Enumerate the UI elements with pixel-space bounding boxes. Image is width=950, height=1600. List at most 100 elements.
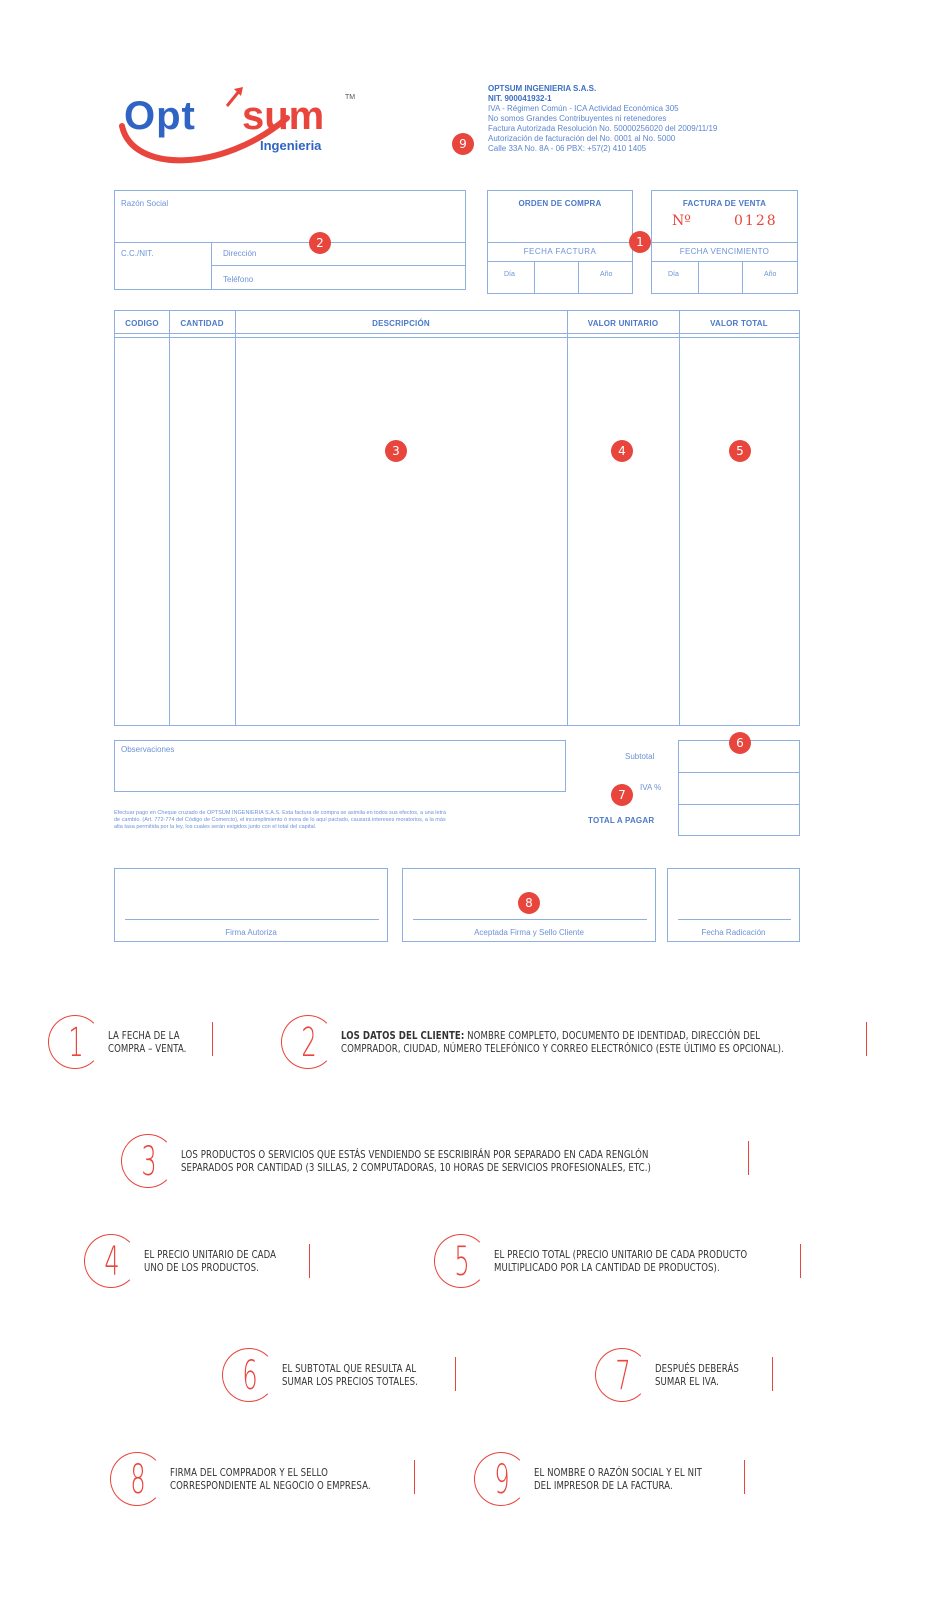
iva-label: IVA % bbox=[640, 783, 662, 792]
company-info: OPTSUM INGENIERIA S.A.S. NIT. 900041932-… bbox=[488, 84, 808, 154]
col-header-codigo: CODIGO bbox=[125, 319, 159, 328]
col-header-cantidad: CANTIDAD bbox=[180, 319, 224, 328]
legend-bar bbox=[800, 1244, 801, 1278]
razon-social-label: Razón Social bbox=[121, 199, 169, 208]
badge-5: 5 bbox=[729, 440, 751, 462]
badge-8: 8 bbox=[518, 892, 540, 914]
badge-2: 2 bbox=[309, 232, 331, 254]
aceptada-label: Aceptada Firma y Sello Cliente bbox=[474, 928, 584, 937]
legend-text: EL PRECIO TOTAL (PRECIO UNITARIO DE CADA… bbox=[494, 1248, 748, 1274]
legend-number-circle: 5 bbox=[434, 1234, 488, 1288]
logo-swoosh bbox=[119, 87, 290, 164]
legend-item-5: 5 EL PRECIO TOTAL (PRECIO UNITARIO DE CA… bbox=[434, 1234, 819, 1288]
legend-bar bbox=[744, 1460, 745, 1494]
legend-number-circle: 9 bbox=[474, 1452, 528, 1506]
signature-line bbox=[125, 919, 379, 920]
subtotal-label: Subtotal bbox=[625, 752, 655, 761]
client-divider bbox=[115, 242, 465, 243]
order-divider bbox=[488, 242, 632, 243]
invoice-divider bbox=[652, 261, 797, 262]
invoice-number: 0128 bbox=[734, 213, 778, 229]
company-info-line: Factura Autorizada Resolución No. 500002… bbox=[488, 124, 718, 133]
invoice-title: FACTURA DE VENTA bbox=[682, 199, 767, 208]
badge-4: 4 bbox=[611, 440, 633, 462]
signature-client-box: Aceptada Firma y Sello Cliente bbox=[402, 868, 656, 942]
order-divider bbox=[578, 261, 579, 293]
legal-line: Efectuar pago en Cheque cruzado de OPTSU… bbox=[114, 810, 447, 816]
observations-box: Observaciones bbox=[114, 740, 566, 792]
logo-opt: Opt bbox=[124, 94, 196, 138]
direccion-label: Dirección bbox=[223, 249, 257, 258]
legend-bar bbox=[866, 1022, 867, 1056]
invoice-divider bbox=[652, 242, 797, 243]
ano-label: Año bbox=[600, 271, 613, 278]
legend-number-circle: 1 bbox=[48, 1015, 102, 1069]
legend-item-2: 2 LOS DATOS DEL CLIENTE: NOMBRE COMPLETO… bbox=[281, 1015, 909, 1069]
purchase-order-label: ORDEN DE COMPRA bbox=[518, 199, 602, 208]
fecha-vencimiento-label: FECHA VENCIMIENTO bbox=[679, 247, 770, 256]
badge-9: 9 bbox=[452, 133, 474, 155]
invoice-number-box: FACTURA DE VENTA Nº 0128 FECHA VENCIMIEN… bbox=[651, 190, 798, 294]
legend-bar bbox=[414, 1460, 415, 1494]
signature-authorize-box: Firma Autoriza bbox=[114, 868, 388, 942]
signature-date-box: Fecha Radicación bbox=[667, 868, 800, 942]
legend-number-circle: 2 bbox=[281, 1015, 335, 1069]
invoice-divider bbox=[742, 261, 743, 293]
company-info-line: Calle 33A No. 8A - 06 PBX: +57(2) 410 14… bbox=[488, 144, 647, 153]
table-header-divider bbox=[115, 337, 799, 338]
legend-bar bbox=[772, 1357, 773, 1391]
legend-number-circle: 8 bbox=[110, 1452, 164, 1506]
items-table: CODIGO CANTIDAD DESCRIPCIÓN VALOR UNITAR… bbox=[114, 310, 800, 726]
client-divider bbox=[211, 242, 212, 290]
total-label: TOTAL A PAGAR bbox=[588, 816, 655, 825]
logo-subtitle: Ingenieria bbox=[260, 138, 322, 153]
legend-bar bbox=[455, 1357, 456, 1391]
table-column-divider bbox=[567, 311, 568, 725]
telefono-label: Teléfono bbox=[223, 275, 254, 284]
legend-number-circle: 3 bbox=[121, 1134, 175, 1188]
logo-sum: sum bbox=[242, 94, 325, 138]
dia-label: Día bbox=[668, 271, 679, 278]
legend-bar bbox=[309, 1244, 310, 1278]
col-header-valor-total: VALOR TOTAL bbox=[710, 319, 768, 328]
legal-line: de cambio. (Art. 772-774 del Código de C… bbox=[114, 817, 446, 823]
fecha-radicacion-label: Fecha Radicación bbox=[701, 928, 766, 937]
col-header-valor-unitario: VALOR UNITARIO bbox=[587, 319, 659, 328]
badge-1: 1 bbox=[629, 231, 651, 253]
table-column-divider bbox=[235, 311, 236, 725]
company-info-line: IVA - Régimen Común - ICA Actividad Econ… bbox=[488, 104, 679, 113]
fecha-factura-label: FECHA FACTURA bbox=[523, 247, 597, 256]
company-info-line: No somos Grandes Contribuyentes ni reten… bbox=[488, 114, 667, 123]
totals-divider bbox=[679, 804, 799, 805]
legend-text: LOS PRODUCTOS O SERVICIOS QUE ESTÁS VEND… bbox=[181, 1148, 651, 1174]
table-column-divider bbox=[169, 311, 170, 725]
cc-nit-label: C.C./NIT. bbox=[121, 249, 154, 258]
client-box: Razón Social C.C./NIT. Dirección Teléfon… bbox=[114, 190, 466, 290]
legend-bar bbox=[748, 1141, 749, 1175]
legend-item-3: 3 LOS PRODUCTOS O SERVICIOS QUE ESTÁS VE… bbox=[121, 1134, 784, 1188]
order-divider bbox=[534, 261, 535, 293]
totals-box bbox=[678, 740, 800, 836]
company-nit: NIT. 900041932-1 bbox=[488, 94, 552, 103]
logo-tm: TM bbox=[345, 94, 356, 101]
legend-number-circle: 6 bbox=[222, 1348, 276, 1402]
purchase-order-box: ORDEN DE COMPRA FECHA FACTURA Día Año bbox=[487, 190, 633, 294]
legal-text: Efectuar pago en Cheque cruzado de OPTSU… bbox=[114, 810, 564, 831]
badge-3: 3 bbox=[385, 440, 407, 462]
company-name: OPTSUM INGENIERIA S.A.S. bbox=[488, 84, 597, 93]
table-column-divider bbox=[679, 311, 680, 725]
legend-number-circle: 4 bbox=[84, 1234, 138, 1288]
ano-label: Año bbox=[764, 271, 777, 278]
